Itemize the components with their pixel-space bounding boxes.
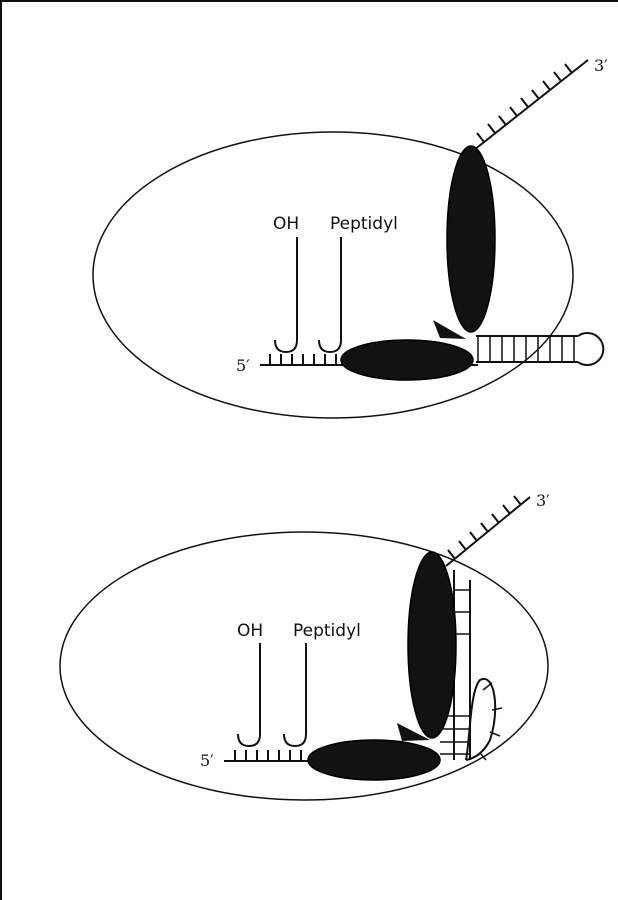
mrna-3prime-strand-1 bbox=[474, 60, 588, 150]
trna-oh-hook-1 bbox=[275, 237, 297, 352]
horizontal-protein-1 bbox=[341, 340, 473, 380]
hairpin-1 bbox=[476, 333, 603, 365]
mrna-ticks-2 bbox=[235, 750, 301, 761]
five-prime-label-2: 5′ bbox=[200, 751, 214, 770]
ribosome-outline-1 bbox=[93, 132, 573, 418]
vertical-protein-1 bbox=[447, 146, 495, 332]
peptidyl-label-1: Peptidyl bbox=[330, 214, 398, 234]
panel-2: OH Peptidyl 5′ 3′ bbox=[60, 491, 550, 800]
five-prime-label-1: 5′ bbox=[236, 356, 250, 375]
mrna-3prime-ticks-2 bbox=[448, 496, 521, 559]
trna-peptidyl-hook-2 bbox=[284, 643, 306, 746]
panel-1: OH Peptidyl 5′ 3′ bbox=[93, 56, 608, 418]
mrna-3prime-ticks-1 bbox=[477, 64, 572, 142]
three-prime-label-2: 3′ bbox=[536, 491, 550, 510]
oh-label-2: OH bbox=[237, 621, 263, 641]
trna-peptidyl-hook-1 bbox=[319, 237, 341, 352]
trna-oh-hook-2 bbox=[238, 643, 260, 746]
three-prime-label-1: 3′ bbox=[594, 56, 608, 75]
oh-label-1: OH bbox=[273, 214, 299, 234]
horizontal-protein-2 bbox=[308, 740, 440, 780]
vertical-protein-2 bbox=[408, 552, 456, 738]
ribosome-outline-2 bbox=[60, 532, 548, 800]
mrna-ticks-1 bbox=[270, 354, 336, 365]
peptidyl-label-2: Peptidyl bbox=[293, 621, 361, 641]
